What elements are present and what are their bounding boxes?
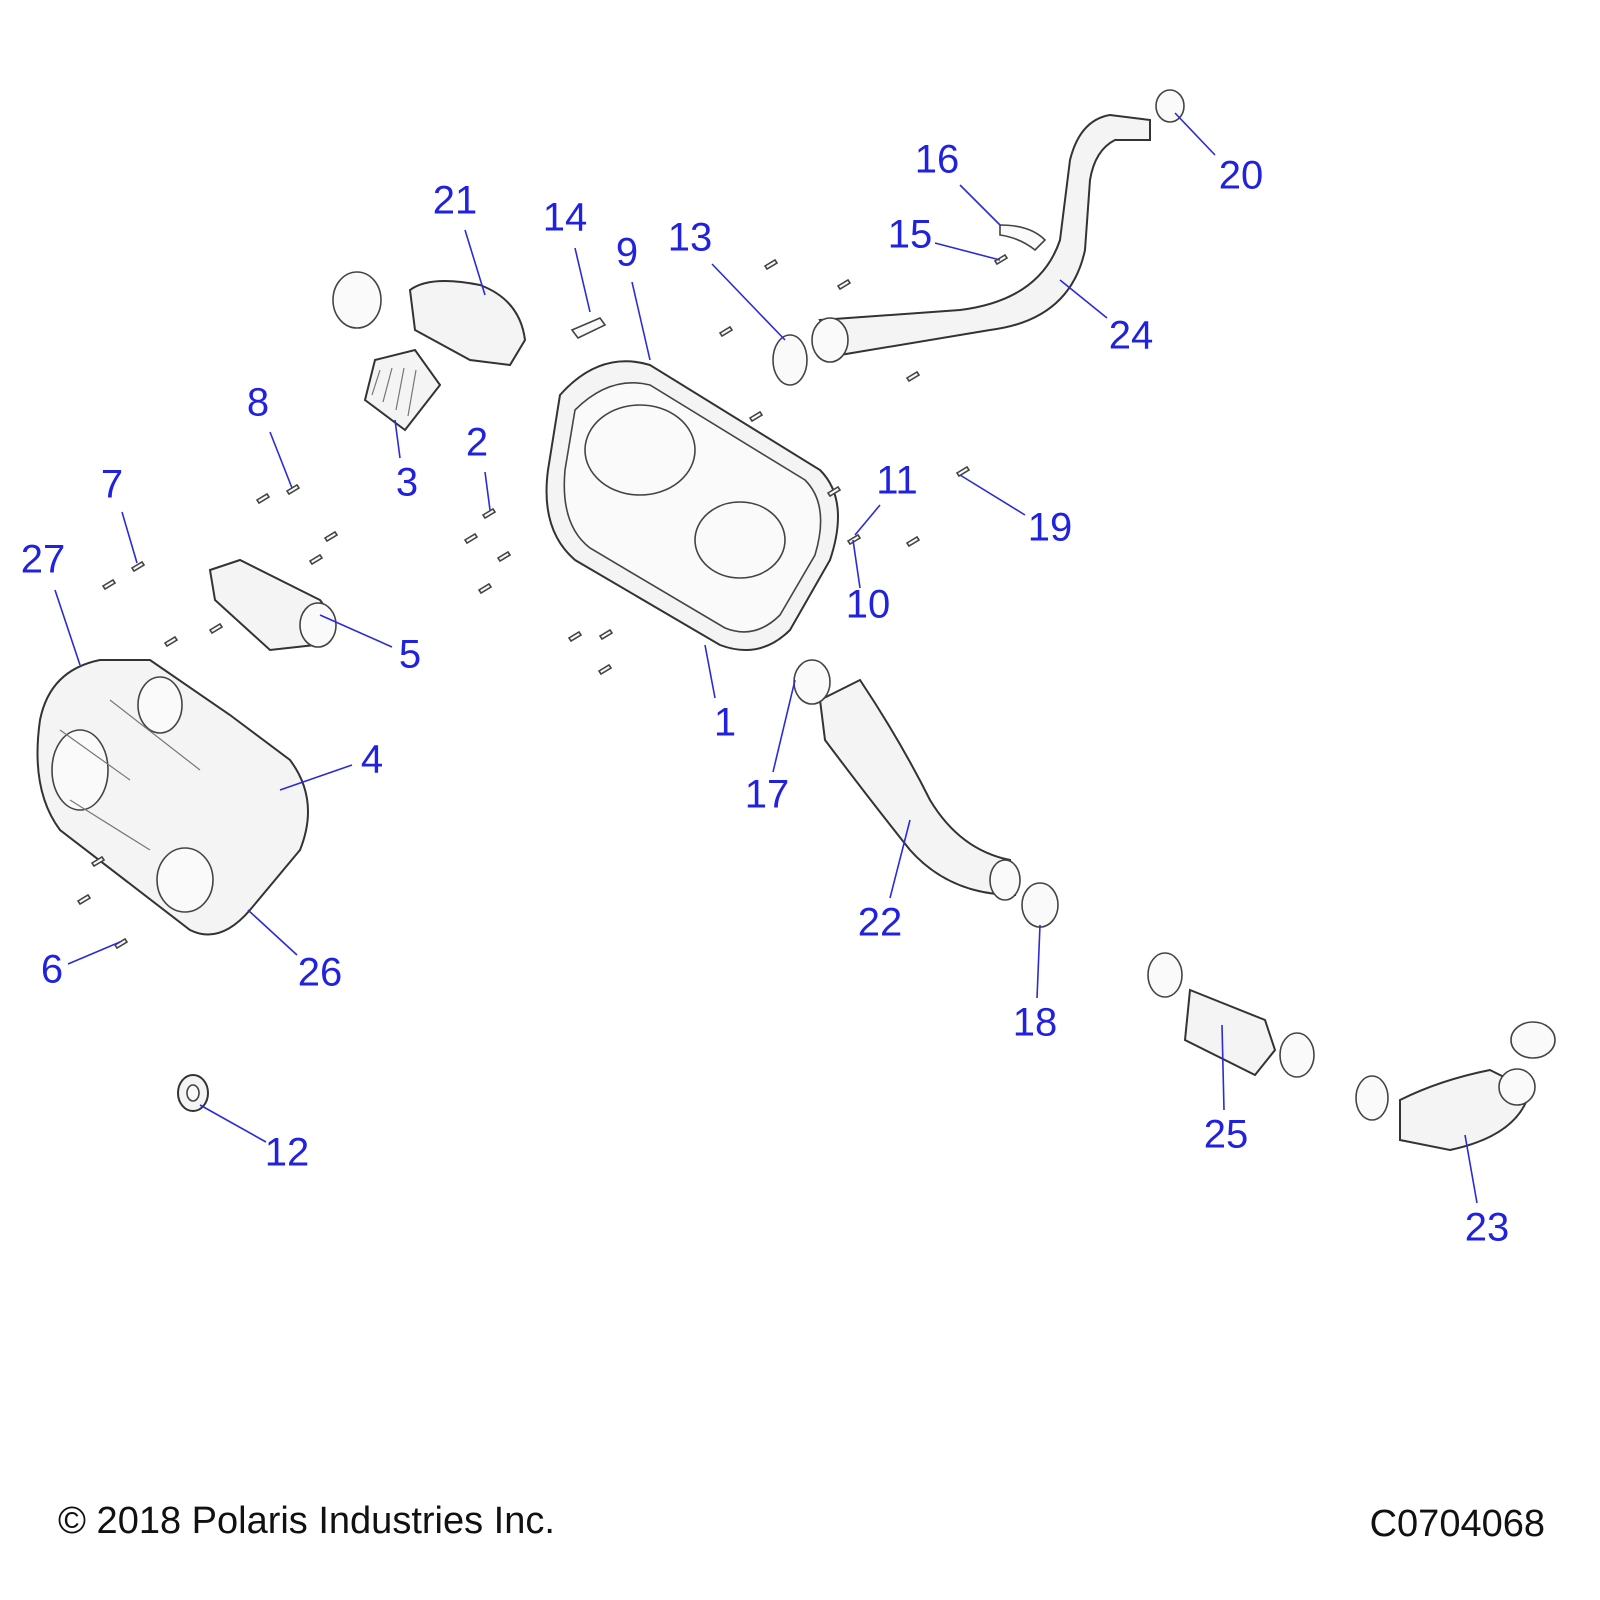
leader-line-1 — [704, 644, 716, 699]
bolt — [567, 630, 583, 643]
callout-6[interactable]: 6 — [41, 948, 63, 992]
callout-5[interactable]: 5 — [399, 633, 421, 677]
callout-17[interactable]: 17 — [745, 773, 790, 817]
upper-duct — [818, 113, 1151, 357]
callout-22[interactable]: 22 — [858, 901, 903, 945]
leader-line-10 — [852, 539, 861, 589]
drawing-number: C0704068 — [1369, 1503, 1545, 1545]
bolt — [598, 628, 614, 641]
bolt — [477, 582, 493, 595]
bolt — [718, 325, 734, 338]
callout-11[interactable]: 11 — [876, 459, 918, 503]
callout-20[interactable]: 20 — [1219, 154, 1264, 198]
leader-line-24 — [1059, 279, 1108, 319]
bolt — [113, 937, 129, 950]
leader-line-4 — [279, 764, 353, 791]
bolt — [285, 483, 301, 496]
intake-screen — [363, 348, 442, 432]
bolt — [76, 893, 92, 906]
bolt — [496, 550, 512, 563]
leader-line-19 — [959, 474, 1026, 516]
leader-line-7 — [121, 511, 138, 564]
leader-line-2 — [484, 471, 491, 511]
bolt — [846, 533, 862, 546]
leader-line-9 — [631, 281, 651, 361]
coupler — [1183, 988, 1277, 1077]
inner-clutch-cover — [545, 360, 839, 651]
callout-24[interactable]: 24 — [1109, 314, 1154, 358]
callout-14[interactable]: 14 — [543, 196, 588, 240]
copyright-text: © 2018 Polaris Industries Inc. — [58, 1500, 555, 1542]
bolt — [481, 507, 497, 520]
callout-16[interactable]: 16 — [915, 138, 960, 182]
bolt — [597, 663, 613, 676]
leader-line-15 — [934, 242, 1001, 261]
callout-7[interactable]: 7 — [101, 463, 123, 507]
callout-18[interactable]: 18 — [1013, 1001, 1058, 1045]
bolt — [163, 635, 179, 648]
parts — [36, 89, 1556, 1152]
bolt — [130, 560, 146, 573]
callout-3[interactable]: 3 — [396, 461, 418, 505]
bolt — [90, 855, 106, 868]
bolt — [308, 553, 324, 566]
callout-25[interactable]: 25 — [1204, 1113, 1249, 1157]
callout-23[interactable]: 23 — [1465, 1206, 1510, 1250]
callout-27[interactable]: 27 — [21, 538, 66, 582]
leader-line-21 — [464, 229, 486, 296]
fasteners — [76, 253, 1009, 950]
leader-line-11 — [854, 504, 881, 536]
bolt — [763, 258, 779, 271]
bolt — [208, 622, 224, 635]
leader-lines — [54, 112, 1478, 1204]
intake-boot — [408, 280, 527, 367]
bolt — [101, 578, 117, 591]
callout-19[interactable]: 19 — [1028, 506, 1073, 550]
leader-line-20 — [1174, 112, 1216, 156]
leader-line-14 — [574, 247, 591, 313]
callout-10[interactable]: 10 — [846, 583, 891, 627]
bolt — [955, 465, 971, 478]
bolt — [993, 253, 1009, 266]
leader-line-22 — [889, 819, 911, 899]
leader-line-26 — [247, 909, 298, 956]
callout-26[interactable]: 26 — [298, 951, 343, 995]
callout-1[interactable]: 1 — [714, 701, 736, 745]
callout-13[interactable]: 13 — [668, 216, 713, 260]
bolt — [323, 530, 339, 543]
leader-line-3 — [394, 419, 401, 459]
leader-line-25 — [1221, 1024, 1225, 1111]
bolt — [905, 370, 921, 383]
lower-duct — [818, 678, 1017, 897]
bolt — [905, 535, 921, 548]
leader-line-5 — [319, 614, 393, 648]
leader-line-12 — [199, 1104, 267, 1143]
leader-line-27 — [54, 589, 81, 666]
bolt — [463, 532, 479, 545]
strap — [999, 224, 1047, 252]
leader-line-18 — [1036, 924, 1041, 999]
callout-15[interactable]: 15 — [888, 213, 933, 257]
bolt — [836, 278, 852, 291]
callout-12[interactable]: 12 — [265, 1131, 310, 1175]
callout-2[interactable]: 2 — [466, 421, 488, 465]
leader-line-23 — [1464, 1134, 1478, 1204]
callout-4[interactable]: 4 — [361, 738, 383, 782]
callout-8[interactable]: 8 — [247, 381, 269, 425]
leader-line-6 — [67, 941, 121, 965]
leader-line-8 — [269, 431, 293, 489]
leader-line-17 — [772, 679, 796, 773]
outer-clutch-cover — [36, 659, 309, 936]
callout-21[interactable]: 21 — [433, 179, 478, 223]
leader-line-16 — [959, 184, 1001, 226]
bolt — [255, 492, 271, 505]
leader-line-13 — [711, 263, 786, 341]
bolt — [748, 410, 764, 423]
bolt — [826, 485, 842, 498]
callout-9[interactable]: 9 — [616, 231, 638, 275]
